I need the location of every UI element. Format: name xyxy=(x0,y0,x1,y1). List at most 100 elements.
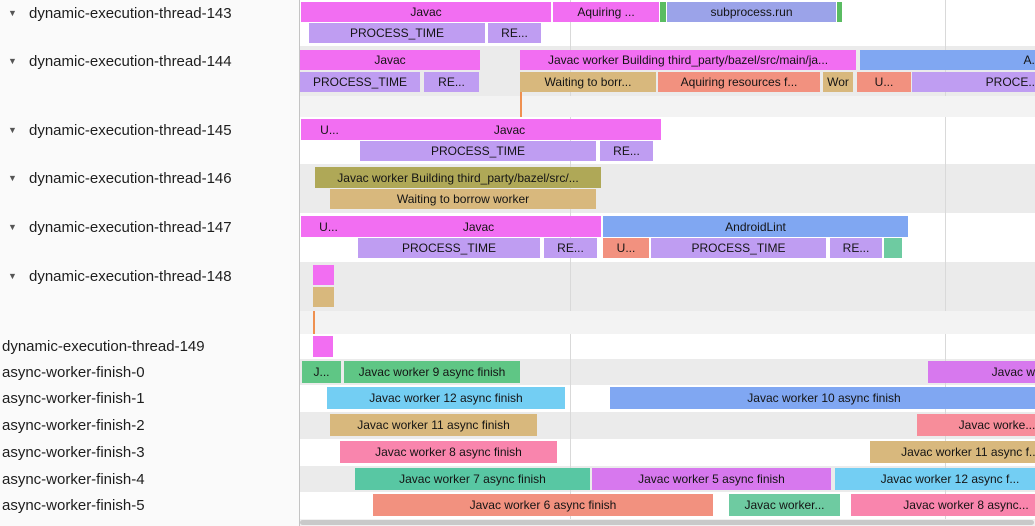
trace-slice[interactable]: Javac worker 8 async... xyxy=(851,494,1035,516)
track-name-cell xyxy=(0,519,300,526)
track-name-cell[interactable]: ▼ dynamic-execution-thread-146 xyxy=(0,164,300,213)
track-name-cell[interactable]: async-worker-finish-5 xyxy=(0,492,300,519)
track-name: dynamic-execution-thread-148 xyxy=(29,267,232,285)
trace-slice[interactable]: U... xyxy=(603,238,649,258)
trace-slice[interactable]: Javac worker 7 async finish xyxy=(355,468,590,490)
track-name: dynamic-execution-thread-145 xyxy=(29,121,232,139)
trace-slice[interactable]: Javac worker 9 async finish xyxy=(344,361,520,383)
track-name-cell[interactable]: ▼ dynamic-execution-thread-143 xyxy=(0,0,300,46)
expander-triangle-icon[interactable]: ▼ xyxy=(8,222,17,233)
trace-slice[interactable]: PROCESS_TIME xyxy=(651,238,826,258)
trace-slice[interactable]: U... xyxy=(301,216,356,237)
track-name: dynamic-execution-thread-144 xyxy=(29,52,232,70)
track-name-cell[interactable]: ▼ dynamic-execution-thread-147 xyxy=(0,213,300,262)
track-canvas: Javac worker Building third_party/bazel/… xyxy=(300,164,1035,213)
trace-slice[interactable]: Javac worker 5 async finish xyxy=(592,468,831,490)
trace-slice[interactable]: Javac worker 10 async finish xyxy=(610,387,1035,409)
trace-slice[interactable]: RE... xyxy=(830,238,882,258)
trace-slice[interactable]: Javac worker... xyxy=(729,494,840,516)
trace-slice[interactable]: Javac worker 6 async finish xyxy=(373,494,713,516)
trace-slice[interactable]: Javac worker Building third_party/bazel/… xyxy=(315,167,601,188)
track-name-cell[interactable]: dynamic-execution-thread-149 xyxy=(0,334,300,359)
track-name-cell[interactable]: async-worker-finish-0 xyxy=(0,359,300,385)
track-name: dynamic-execution-thread-143 xyxy=(29,4,232,22)
trace-slice-small[interactable] xyxy=(520,92,522,96)
track-name-cell[interactable]: ▼ dynamic-execution-thread-148 xyxy=(0,262,300,311)
trace-slice-small[interactable] xyxy=(313,336,333,357)
trace-slice[interactable]: AndroidLint xyxy=(603,216,908,237)
trace-slice[interactable]: Wor xyxy=(823,72,853,92)
trace-slice[interactable]: Javac xyxy=(300,50,480,70)
trace-slice[interactable]: Javac xyxy=(356,216,601,237)
track-name: async-worker-finish-2 xyxy=(2,416,145,434)
trace-slice[interactable]: Waiting to borrow worker xyxy=(330,189,596,209)
track-name-cell[interactable]: async-worker-finish-2 xyxy=(0,412,300,439)
trace-slice[interactable]: RE... xyxy=(424,72,479,92)
trace-slice[interactable]: Javac w... xyxy=(928,361,1035,383)
trace-slice-small[interactable] xyxy=(884,238,902,258)
expander-triangle-icon[interactable]: ▼ xyxy=(8,125,17,136)
trace-slice[interactable]: Javac xyxy=(301,2,551,22)
track-name-cell[interactable]: async-worker-finish-4 xyxy=(0,466,300,492)
trace-slice[interactable]: Javac worker 12 async f... xyxy=(835,468,1035,490)
trace-slice[interactable]: PROCESS_TIME xyxy=(300,72,420,92)
track-row: async-worker-finish-2 Javac worker 11 asy… xyxy=(0,412,1035,439)
trace-slice-small[interactable] xyxy=(313,287,334,307)
trace-slice[interactable]: U... xyxy=(857,72,911,92)
expander-triangle-icon[interactable]: ▼ xyxy=(8,173,17,184)
track-name: dynamic-execution-thread-147 xyxy=(29,218,232,236)
expander-triangle-icon[interactable]: ▼ xyxy=(8,271,17,282)
track-canvas: Javac worker 6 async finish Javac worker.… xyxy=(300,492,1035,519)
trace-slice[interactable]: RE... xyxy=(488,23,541,43)
spacer-row xyxy=(0,311,1035,334)
track-name-cell xyxy=(0,96,300,117)
trace-slice[interactable]: J... xyxy=(302,361,341,383)
trace-slice[interactable]: Javac xyxy=(358,119,661,140)
track-row: ▼ dynamic-execution-thread-146 Javac worke… xyxy=(0,164,1035,213)
track-canvas xyxy=(300,311,1035,334)
track-name-cell[interactable]: async-worker-finish-1 xyxy=(0,385,300,412)
trace-slice[interactable]: Javac worker 12 async finish xyxy=(327,387,565,409)
track-row: ▼ dynamic-execution-thread-148 xyxy=(0,262,1035,311)
expander-triangle-icon[interactable]: ▼ xyxy=(8,8,17,19)
trace-slice[interactable]: PROCESS_TIME xyxy=(358,238,540,258)
track-canvas: Javac worker 11 async finish Javac worke.… xyxy=(300,412,1035,439)
track-canvas: J...Javac worker 9 async finish Javac w..… xyxy=(300,359,1035,385)
trace-slice[interactable]: PROCE... xyxy=(912,72,1035,92)
track-canvas: Javac Javac worker Building third_party/b… xyxy=(300,46,1035,96)
trace-slice-small[interactable] xyxy=(660,2,666,22)
trace-slice[interactable]: subprocess.run xyxy=(667,2,836,22)
scrollbar-row xyxy=(0,519,1035,526)
trace-slice[interactable]: Javac worke... xyxy=(917,414,1035,436)
trace-slice-small[interactable] xyxy=(837,2,842,22)
trace-slice[interactable]: Javac worker 8 async finish xyxy=(340,441,557,463)
spacer-row xyxy=(0,96,1035,117)
trace-slice[interactable]: PROCESS_TIME xyxy=(360,141,596,161)
track-name-cell[interactable]: ▼ dynamic-execution-thread-145 xyxy=(0,117,300,164)
trace-slice[interactable]: RE... xyxy=(544,238,597,258)
trace-slice[interactable]: Javac worker Building third_party/bazel/… xyxy=(520,50,856,70)
trace-slice[interactable]: Javac worker 11 async f... xyxy=(870,441,1035,463)
trace-slice[interactable]: Waiting to borr... xyxy=(520,72,656,92)
trace-slice[interactable]: Aquiring ... xyxy=(553,2,659,22)
track-name-cell[interactable]: ▼ dynamic-execution-thread-144 xyxy=(0,46,300,96)
track-canvas xyxy=(300,96,1035,117)
trace-slice[interactable]: A... xyxy=(860,50,1035,70)
trace-slice[interactable]: Javac worker 11 async finish xyxy=(330,414,537,436)
trace-slice[interactable]: U... xyxy=(301,119,358,140)
trace-slice-small[interactable] xyxy=(313,311,315,334)
expander-triangle-icon[interactable]: ▼ xyxy=(8,56,17,67)
trace-slice[interactable]: PROCESS_TIME xyxy=(309,23,485,43)
track-name-cell[interactable]: async-worker-finish-3 xyxy=(0,439,300,466)
trace-slice[interactable]: RE... xyxy=(600,141,653,161)
trace-slice-small[interactable] xyxy=(520,96,522,117)
trace-slice-small[interactable] xyxy=(313,265,334,285)
track-name: dynamic-execution-thread-146 xyxy=(29,169,232,187)
trace-slice[interactable]: Aquiring resources f... xyxy=(658,72,820,92)
horizontal-scrollbar[interactable] xyxy=(300,520,1034,525)
